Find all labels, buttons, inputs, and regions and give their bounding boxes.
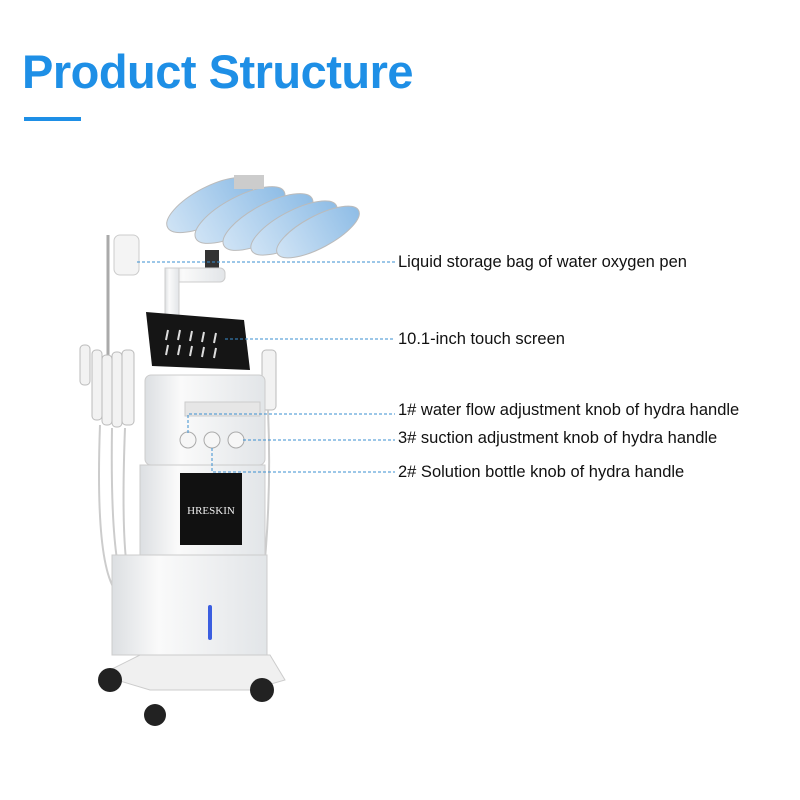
label-liquid-storage-bag: Liquid storage bag of water oxygen pen bbox=[398, 253, 687, 271]
brand-logo: HRESKIN bbox=[187, 505, 235, 517]
label-solution-bottle-knob: 2# Solution bottle knob of hydra handle bbox=[398, 463, 685, 481]
label-suction-knob: 3# suction adjustment knob of hydra hand… bbox=[398, 429, 718, 447]
page-title: Product Structure bbox=[22, 45, 414, 98]
brand-panel bbox=[180, 473, 242, 545]
title-underline bbox=[24, 117, 81, 121]
knob-2 bbox=[203, 431, 221, 449]
knob-1 bbox=[179, 431, 197, 449]
led-light-panels bbox=[166, 175, 360, 270]
label-touch-screen: 10.1-inch touch screen bbox=[398, 330, 565, 348]
leader-lines bbox=[137, 261, 395, 473]
label-water-flow-knob: 1# water flow adjustment knob of hydra h… bbox=[398, 401, 740, 419]
knob-3 bbox=[227, 431, 245, 449]
